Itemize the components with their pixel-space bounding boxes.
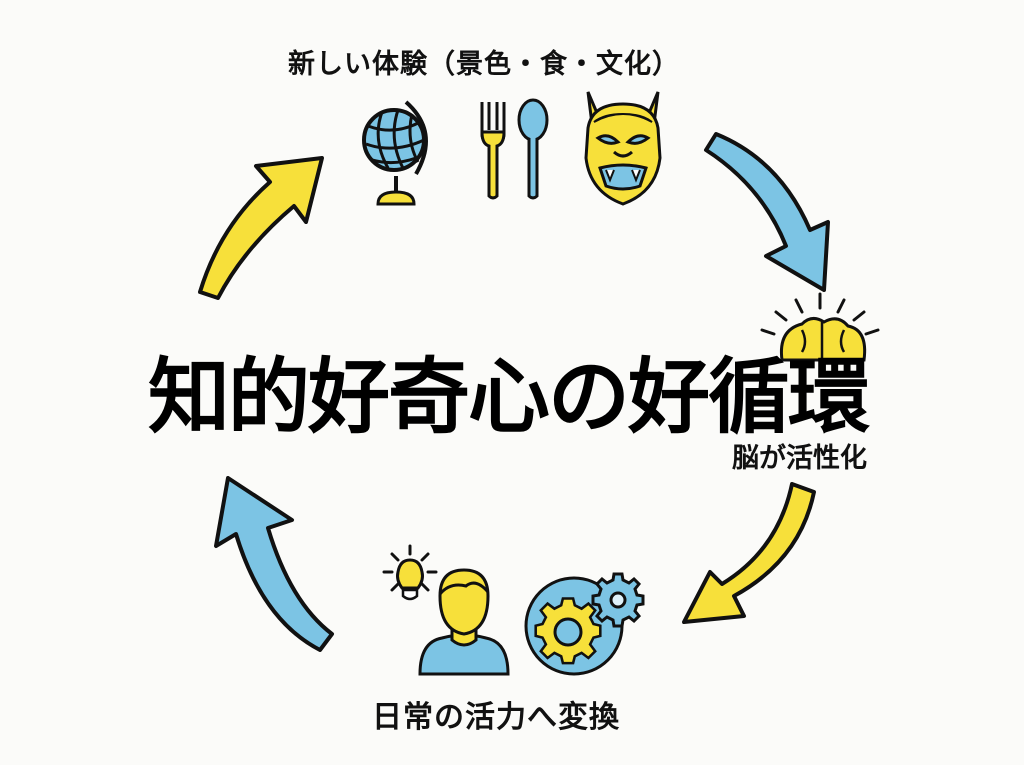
globe-icon [362,100,428,206]
diagram-title: 知的好奇心の好循環 [148,350,870,445]
arrow-top-to-right [704,132,830,292]
node-label-new-experience: 新しい体験（景色・食・文化） [288,49,680,80]
arrow-right-to-bottom [682,482,816,624]
gears-icon [524,572,645,676]
oni-mask-icon [584,91,662,206]
lightbulb-icon [382,544,438,601]
person-icon [418,568,510,676]
brain-icon [760,292,880,362]
arrow-bottom-to-left [214,476,334,652]
fork-icon [480,102,506,200]
arrow-left-to-top [198,156,324,300]
node-label-daily-energy: 日常の活力へ変換 [372,700,620,735]
node-label-brain-activation: 脳が活性化 [732,443,867,474]
spoon-icon [517,98,549,200]
